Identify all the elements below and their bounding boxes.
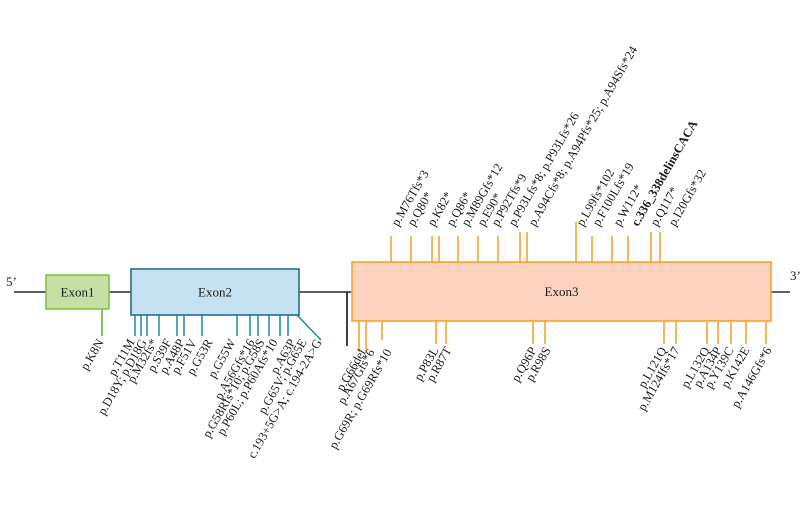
- exon1-label: Exon1: [61, 285, 95, 300]
- five-prime-label: 5’: [6, 274, 17, 289]
- exon2-label: Exon2: [198, 285, 232, 300]
- exon3-label: Exon3: [545, 284, 579, 299]
- exon2-box: [130, 268, 300, 316]
- three-prime-label: 3’: [790, 268, 801, 283]
- exon3-box: [351, 261, 772, 322]
- exon1-box: [45, 274, 110, 310]
- mutation-line-c-193-5g-a-c-194-2a-g: [296, 314, 322, 341]
- mutation-label-p-k8n: p.K8N: [78, 337, 107, 373]
